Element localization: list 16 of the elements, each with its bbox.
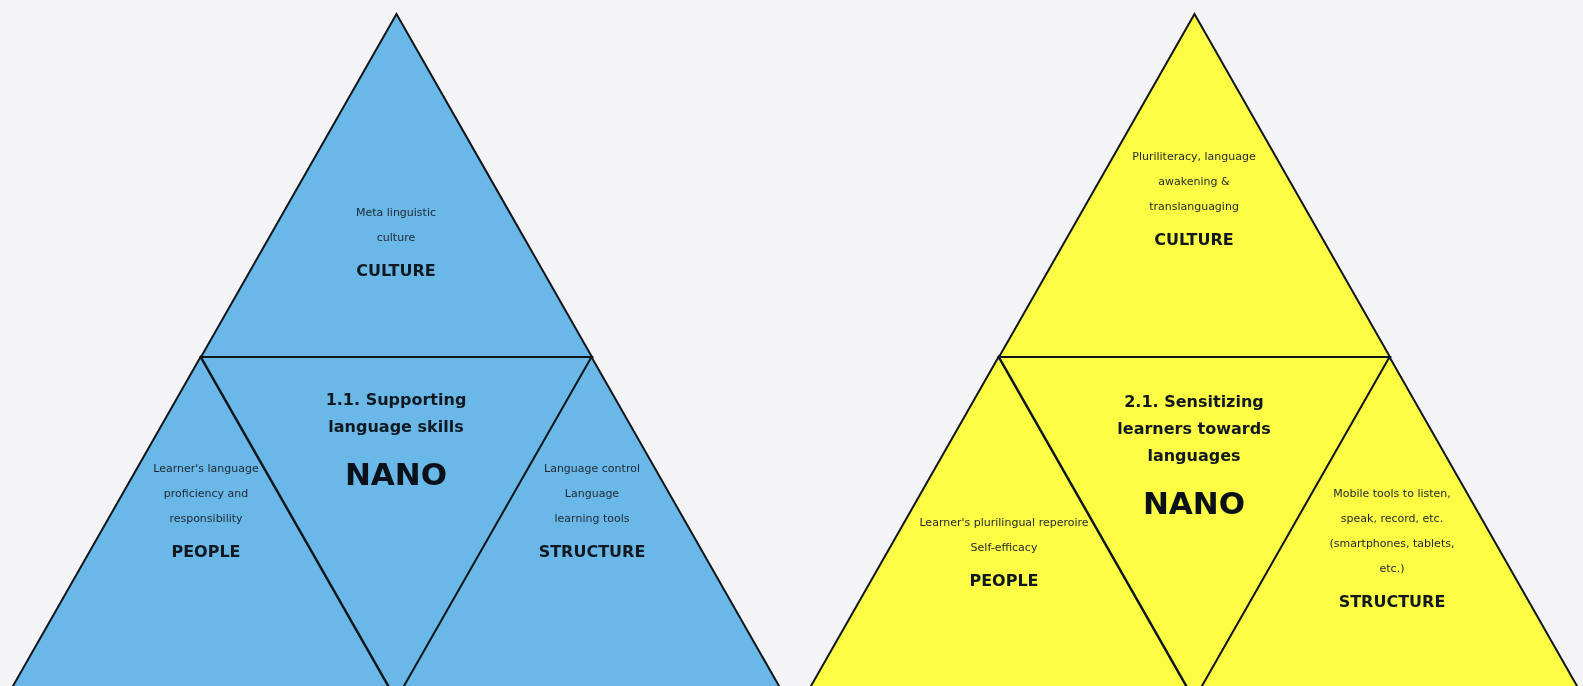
level-heading: NANO [344,455,448,494]
description-text: Meta linguistic culture [354,205,438,246]
category-heading: STRUCTURE [1338,591,1446,613]
topic-title: 1.1. Supporting language skills [324,389,468,438]
description-text: Learner's language proficiency and responsibility [152,461,260,527]
topic-title: 2.1. Sensitizing learners towards languages [1116,391,1272,467]
category-heading: CULTURE [1154,229,1234,251]
category-heading: STRUCTURE [538,541,646,563]
level-heading: NANO [1142,484,1246,523]
category-heading: CULTURE [356,260,436,282]
description-text: Mobile tools to listen, speak, record, etc. (smartphones, tablets, etc.) [1328,486,1456,577]
description-text: Learner's plurilingual reperoire Self-efficacy [919,515,1089,556]
description-text: Language control Language learning tools [543,461,641,527]
category-heading: PEOPLE [969,570,1039,592]
category-heading: PEOPLE [171,541,241,563]
description-text: Pluriliteracy, language awakening & translanguaging [1131,149,1257,215]
